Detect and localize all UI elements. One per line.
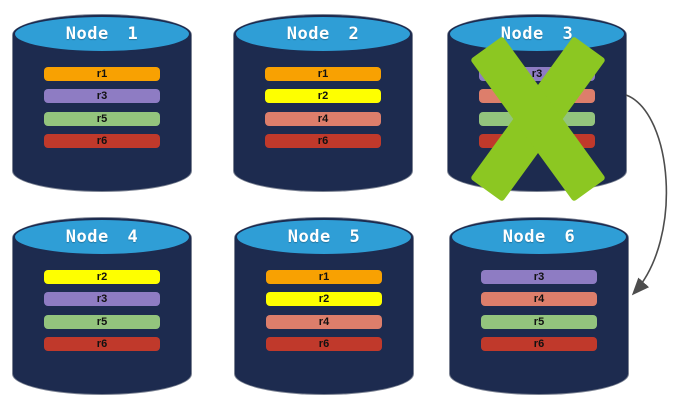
cylinder-top: Node 4 xyxy=(13,218,191,256)
replica-bar: r5 xyxy=(44,315,160,329)
node-title: Node 1 xyxy=(65,24,139,44)
replica-bar: r2 xyxy=(265,89,381,103)
replica-bar: r4 xyxy=(481,292,597,306)
replica-bar: r6 xyxy=(266,337,382,351)
replica-bar: r2 xyxy=(266,292,382,306)
node-title: Node 2 xyxy=(286,24,360,44)
replica-bar: r1 xyxy=(266,270,382,284)
node-title: Node 5 xyxy=(287,227,361,247)
cylinder-top: Node 5 xyxy=(235,218,413,256)
failure-x-mark xyxy=(469,36,606,202)
node-2: Node 2 r1 r2 r4 r6 xyxy=(234,15,412,191)
cylinder-top: Node 3 xyxy=(448,15,626,53)
failover-arrow-path xyxy=(625,94,668,296)
node-1: Node 1 r1 r3 r5 r6 xyxy=(13,15,191,191)
replica-bar: r3 xyxy=(481,270,597,284)
replica-bar: r1 xyxy=(44,67,160,81)
cylinder-top: Node 6 xyxy=(450,218,628,256)
replica-bar: r5 xyxy=(44,112,160,126)
node-6: Node 6 r3 r4 r5 r6 xyxy=(450,218,628,394)
cylinder-top: Node 1 xyxy=(13,15,191,53)
node-3: Node 3 r3 r4 r5 r6 xyxy=(448,15,626,202)
node-4: Node 4 r2 r3 r5 r6 xyxy=(13,218,191,394)
replica-bar: r4 xyxy=(265,112,381,126)
replica-bar: r2 xyxy=(44,270,160,284)
replica-bar: r1 xyxy=(265,67,381,81)
replica-bar: r6 xyxy=(44,337,160,351)
replica-bar: r3 xyxy=(44,89,160,103)
replica-bar: r3 xyxy=(44,292,160,306)
cylinder-top: Node 2 xyxy=(234,15,412,53)
replica-bar: r5 xyxy=(481,315,597,329)
replica-bar: r4 xyxy=(266,315,382,329)
node-title: Node 6 xyxy=(502,227,576,247)
node-title: Node 4 xyxy=(65,227,139,247)
replica-bar: r6 xyxy=(481,337,597,351)
node-title: Node 3 xyxy=(500,24,574,44)
replica-bar: r6 xyxy=(44,134,160,148)
node-5: Node 5 r1 r2 r4 r6 xyxy=(235,218,413,394)
replica-bar: r6 xyxy=(265,134,381,148)
